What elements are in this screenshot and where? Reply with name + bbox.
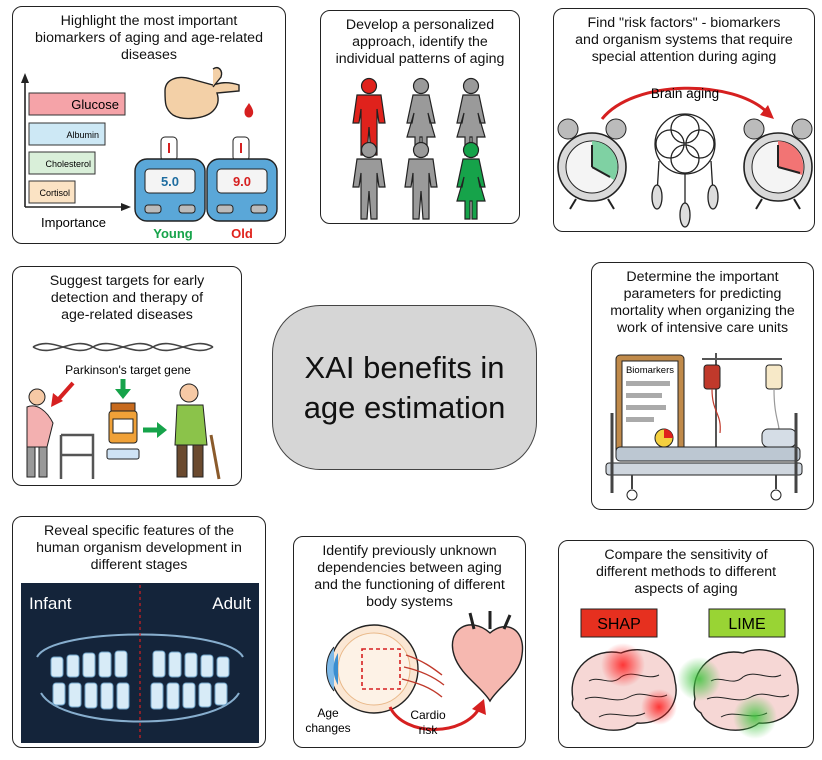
elderly-person-with-walker-icon [26,388,95,479]
alarm-clock-icon-old [743,118,813,210]
blood-drop-icon [244,103,254,118]
panel-personalized: Develop a personalized approach, identif… [320,10,520,224]
bar-label-cholesterol: Cholesterol [45,159,91,169]
cardio-risk-label: Cardio [410,708,446,722]
green-down-arrow [115,389,131,399]
svg-text:changes: changes [305,721,350,735]
shap-label: SHAP [597,616,641,633]
iv-drip-icon [702,353,783,459]
heart-icon [451,611,524,703]
young-label: Young [153,226,193,241]
panel-sensitivity: Compare the sensitivity of different met… [558,540,814,748]
icu-illustration: Biomarkers [605,353,803,501]
biomarkers-illustration: Glucose Albumin Cholesterol Cortisol Imp… [21,67,278,241]
hospital-bed-icon [605,413,803,501]
panel-icu: Determine the important parameters for p… [591,262,814,510]
shap-label-box [580,608,658,638]
curved-arrow [388,706,482,731]
infant-label: Infant [29,594,72,613]
panel-development-title: Reveal specific features of the human or… [36,523,242,573]
dna-icon [32,342,214,352]
panel-targets: Suggest targets for early detection and … [12,266,242,486]
bar-label-cortisol: Cortisol [39,188,70,198]
importance-axis-label: Importance [41,215,106,230]
bar-label-glucose: Glucose [71,97,119,112]
center-title: XAI benefits in age estimation [304,348,506,428]
panel-dependencies: Identify previously unknown dependencies… [293,536,526,748]
panel-dependencies-title: Identify previously unknown dependencies… [314,543,505,610]
pill-bottle-icon [106,402,140,460]
panel-risk-title: Find "risk factors" - biomarkers and org… [575,15,793,65]
panel-biomarkers: Highlight the most important biomarkers … [12,6,286,244]
adult-label: Adult [212,594,251,613]
old-value: 9.0 [233,174,251,189]
biomarkers-clipboard-icon: Biomarkers [615,354,685,460]
brain-aging-label: Brain aging [651,86,719,101]
young-value: 5.0 [161,174,179,189]
bar-label-albumin: Albumin [66,130,99,140]
target-gene-label: Parkinson's target gene [65,363,191,377]
center-title-line-1: XAI benefits in [304,349,505,385]
xray-illustration: Infant Adult [21,583,259,743]
lime-label-box [708,608,786,638]
age-changes-label: Age [317,706,339,720]
person-icon-gray [404,141,438,220]
people-illustration [352,77,486,220]
panel-development: Reveal specific features of the human or… [12,516,266,748]
panel-targets-title: Suggest targets for early detection and … [49,273,205,323]
bar-cholesterol [28,151,96,175]
center-title-box: XAI benefits in age estimation [272,305,537,470]
panel-personalized-title: Develop a personalized approach, identif… [335,17,505,67]
panel-icu-title: Determine the important parameters for p… [610,269,795,336]
risk-illustration: Brain aging [557,86,813,228]
glucometer-young: 5.0 [134,136,206,222]
bar-albumin [28,122,106,146]
person-icon-green [456,141,486,220]
brain-icon-shap [571,643,677,731]
bar-glucose [28,92,126,116]
glucometer-old: 9.0 [206,136,278,222]
panel-risk: Find "risk factors" - biomarkers and org… [553,8,815,232]
svg-text:risk: risk [419,723,439,737]
center-title-line-2: age estimation [303,389,506,425]
pointing-hand-icon [164,67,254,120]
importance-bars: Glucose Albumin Cholesterol Cortisol [28,92,126,204]
panel-sensitivity-title: Compare the sensitivity of different met… [595,547,777,597]
dependencies-illustration: Age changes Cardio risk [305,611,524,737]
clipboard-label: Biomarkers [626,365,674,376]
healthy-elderly-person-icon [174,383,221,480]
green-right-arrow [157,422,167,438]
alarm-clock-icon-young [557,118,627,210]
panel-biomarkers-title: Highlight the most important biomarkers … [35,13,263,63]
sensitivity-illustration: SHAP LIME [571,608,799,739]
person-icon-gray [352,141,386,220]
targets-illustration: Parkinson's target gene [26,342,221,480]
brain-aging-arrow [600,86,770,120]
eye-cross-section-icon [326,624,445,714]
brain-icon-lime [677,649,799,739]
bar-cortisol [28,180,76,204]
dreamcatcher-icon [651,113,719,228]
old-label: Old [231,226,253,241]
red-arrow [55,381,75,403]
lime-label: LIME [728,616,765,633]
